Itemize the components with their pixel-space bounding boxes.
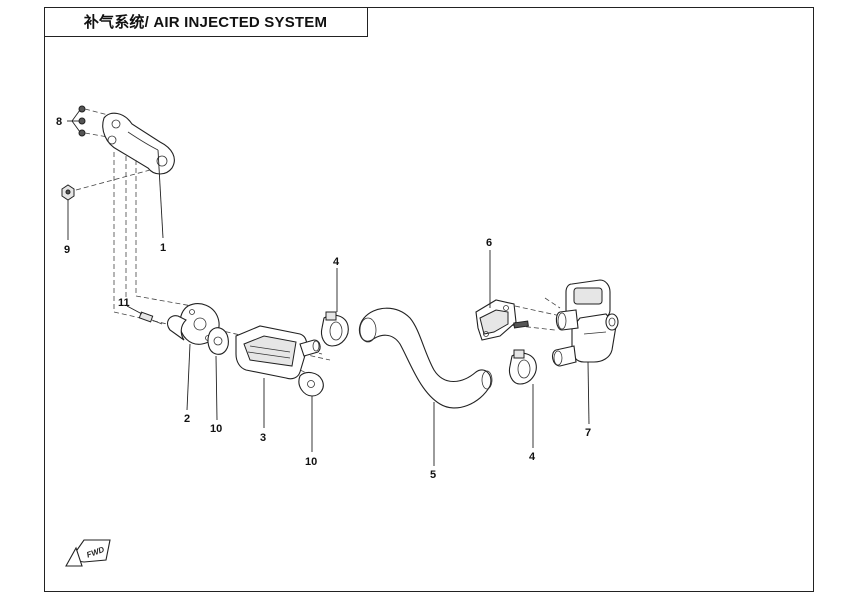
forward-direction-marker: FWD xyxy=(65,539,111,567)
part-5-hose[interactable] xyxy=(358,307,493,466)
assembly-guide-lines xyxy=(113,152,571,381)
part-4-clamp-left[interactable] xyxy=(320,268,349,347)
callout-11: 11 xyxy=(118,297,130,309)
callout-5: 5 xyxy=(430,469,436,481)
callout-1: 1 xyxy=(160,242,166,254)
part-10-gasket-upper[interactable] xyxy=(207,327,229,421)
part-6-mount-bracket[interactable] xyxy=(475,250,529,341)
callout-3: 3 xyxy=(260,432,266,444)
callout-6: 6 xyxy=(486,237,492,249)
part-8-screws[interactable] xyxy=(67,105,113,138)
callout-4-left: 4 xyxy=(333,256,340,268)
callout-10-lower: 10 xyxy=(305,456,317,468)
part-10-gasket-lower[interactable] xyxy=(298,371,324,452)
callout-4-right: 4 xyxy=(529,451,536,463)
callout-2: 2 xyxy=(184,413,190,425)
part-1-bracket[interactable] xyxy=(102,112,175,239)
callout-10-upper: 10 xyxy=(210,423,222,435)
part-9-bolt[interactable] xyxy=(61,169,151,240)
part-4-clamp-right[interactable] xyxy=(508,349,537,448)
callout-labels: 8 1 9 11 2 10 3 10 4 5 6 4 7 xyxy=(56,116,591,481)
callout-7: 7 xyxy=(585,427,591,439)
part-11-bolt[interactable] xyxy=(126,305,163,325)
part-7-solenoid-valve[interactable] xyxy=(551,279,619,425)
callout-9: 9 xyxy=(64,244,70,256)
callout-8: 8 xyxy=(56,116,62,128)
title-box: 补气系统/ AIR INJECTED SYSTEM xyxy=(44,7,368,37)
part-2-flange-pipe[interactable] xyxy=(167,303,220,411)
part-3-reed-valve[interactable] xyxy=(235,325,321,428)
drawing-frame xyxy=(44,7,814,592)
page-title: 补气系统/ AIR INJECTED SYSTEM xyxy=(83,14,328,31)
